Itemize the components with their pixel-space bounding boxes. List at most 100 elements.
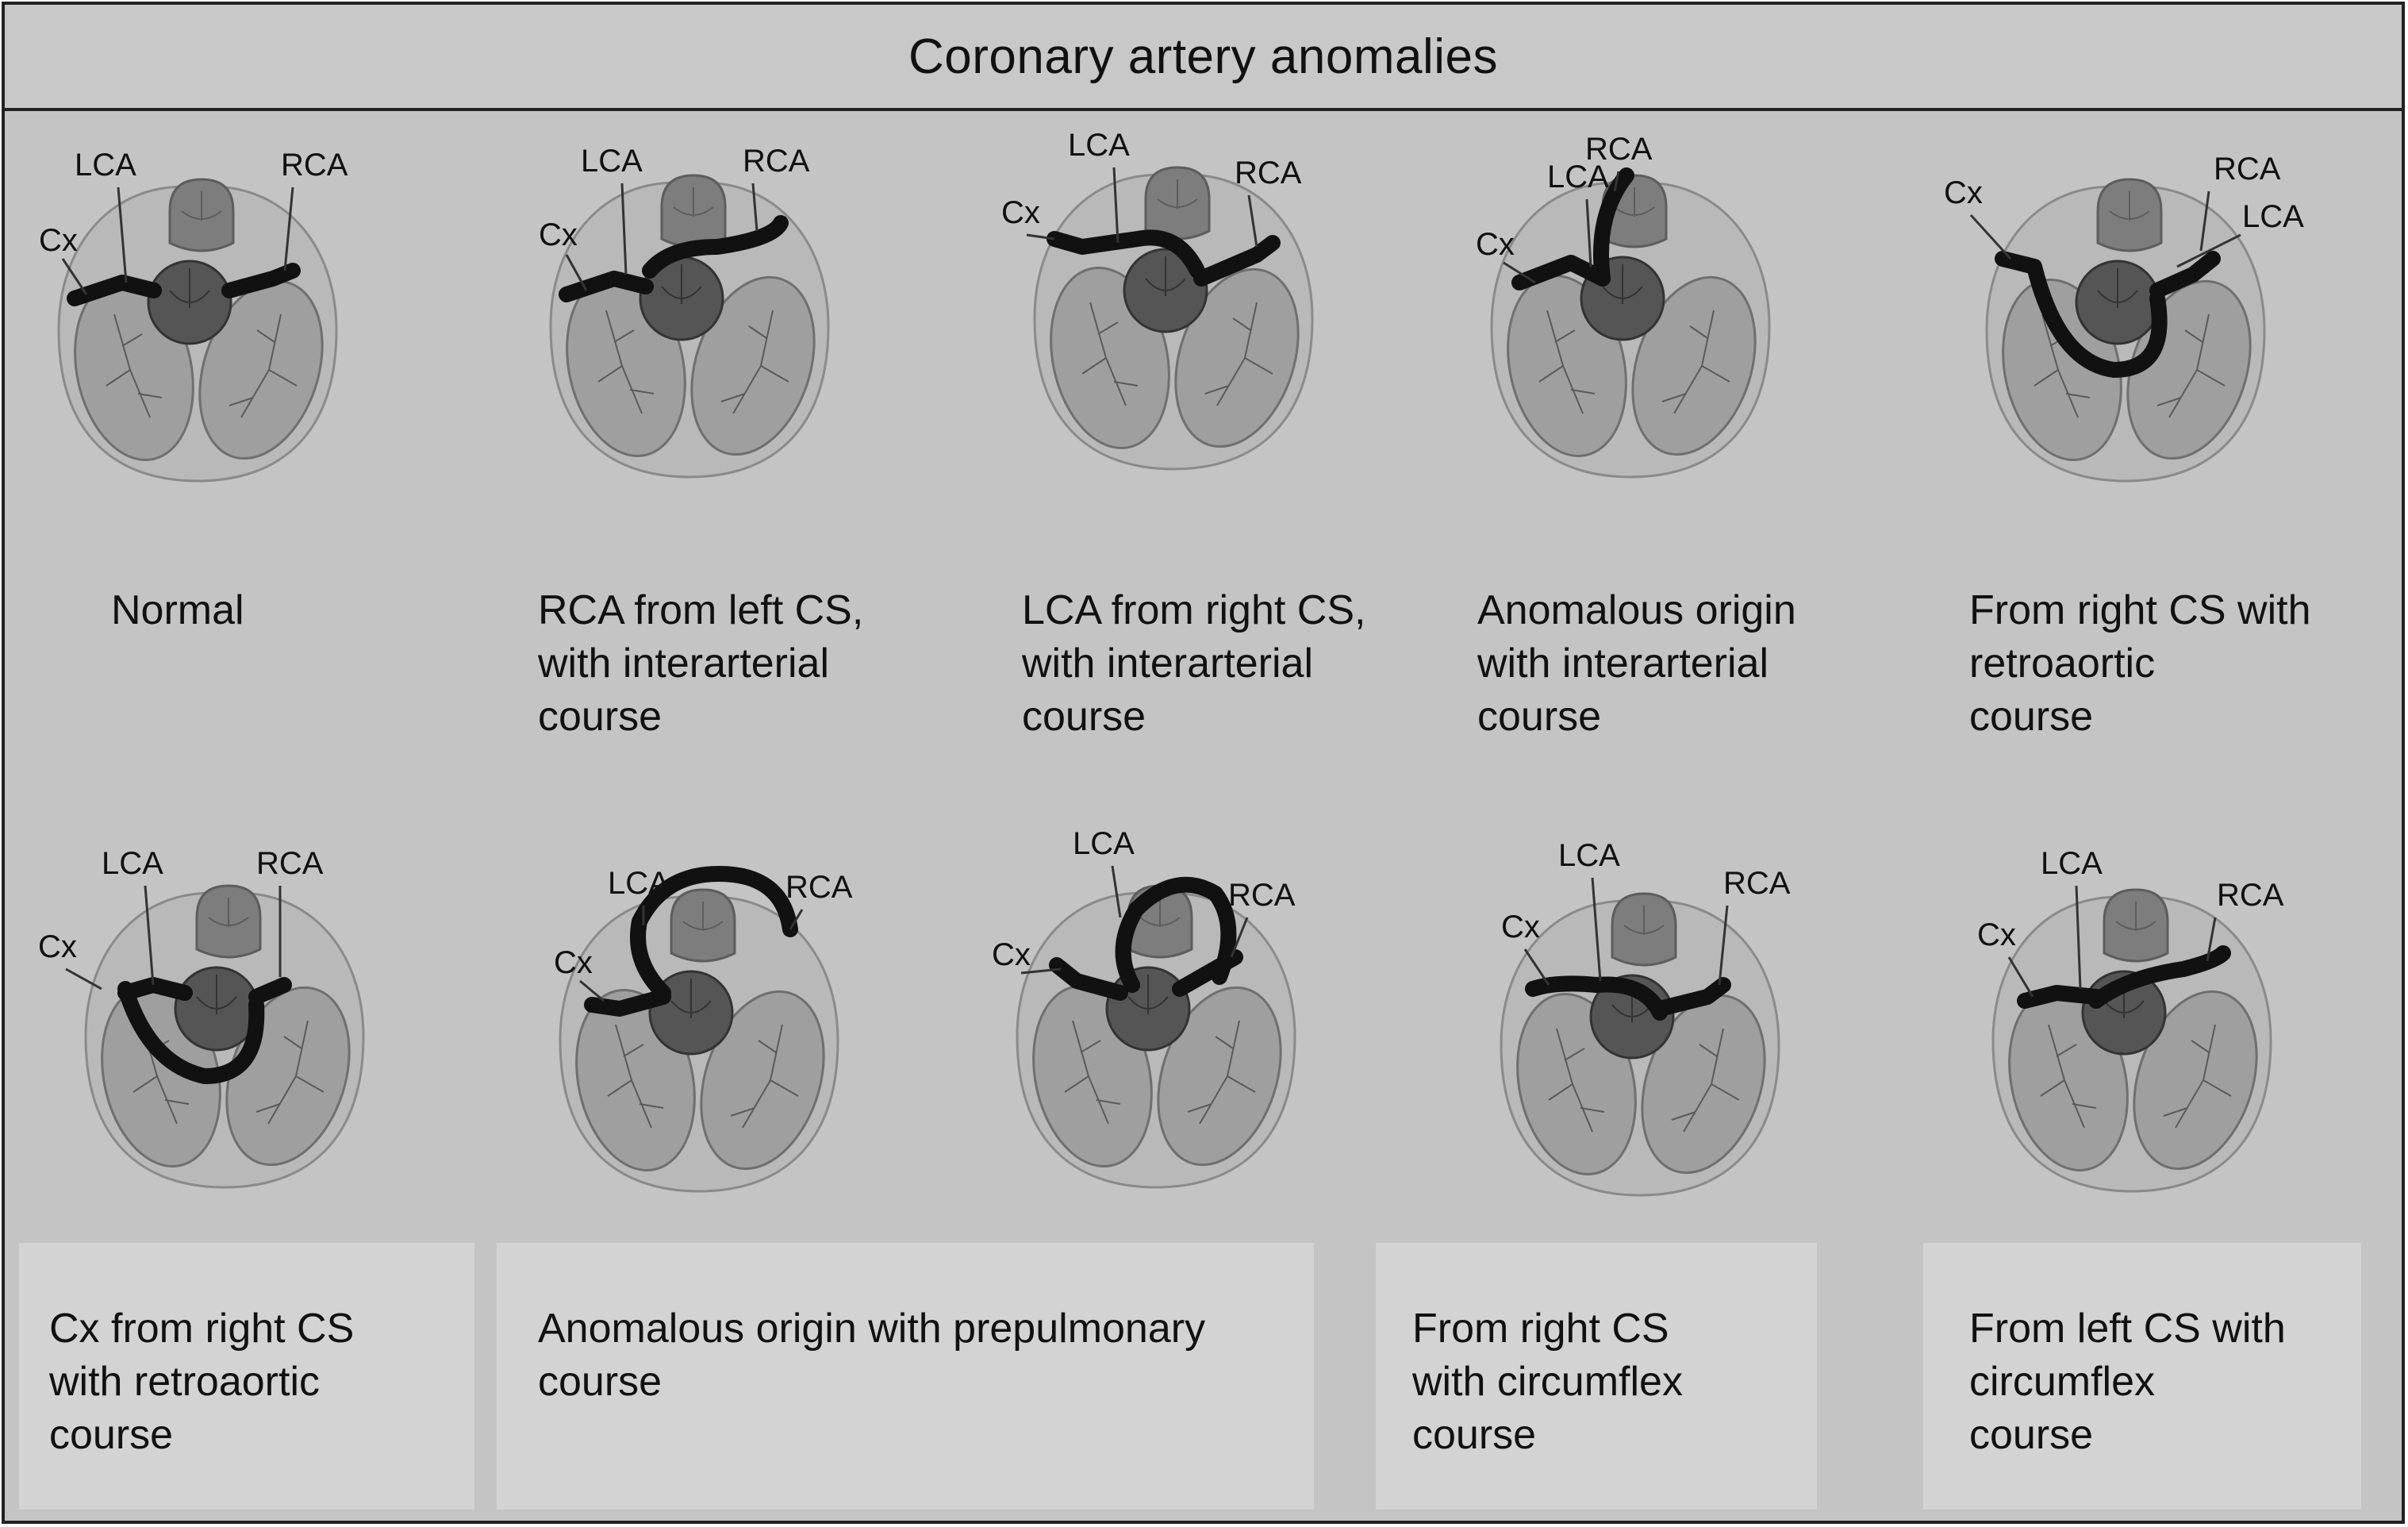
right-ventricle-shape xyxy=(690,275,816,456)
cx-label: Cx xyxy=(1501,910,1540,944)
rca-leader-line xyxy=(1613,171,1620,192)
cx-branch-artery xyxy=(1511,255,1611,290)
lca-prepulmonary-artery xyxy=(630,866,798,1001)
lca-prepulmonary-artery xyxy=(1115,876,1237,993)
rca-label: RCA xyxy=(1228,878,1296,913)
lca-rca-trunk-artery xyxy=(1593,167,1634,287)
lca-label: LCA xyxy=(102,846,163,881)
lca-artery xyxy=(559,271,654,302)
lca-leader-line xyxy=(1585,198,1592,267)
aortic-valve-lines xyxy=(1127,975,1169,1014)
rca-label: RCA xyxy=(743,144,810,179)
lca-leader-line xyxy=(620,183,628,275)
aortic-valve-lines xyxy=(670,979,712,1018)
left-vessel-tree xyxy=(2034,313,2091,418)
rca-artery xyxy=(1172,949,1243,997)
rca-label: RCA xyxy=(785,870,853,905)
aortic-valve-lines xyxy=(1602,264,1643,304)
cx-label: Cx xyxy=(992,937,1031,972)
aortic-valve-lines xyxy=(2097,268,2138,308)
cx-leader-line xyxy=(579,979,605,1002)
pulmonary-valve-lines xyxy=(1157,179,1198,209)
lca-leader-line xyxy=(1111,865,1122,918)
rca-artery xyxy=(248,977,292,1005)
left-vessel-tree xyxy=(1064,1020,1121,1125)
pulmonary-valve-lines xyxy=(2115,902,2156,931)
lca-label: LCA xyxy=(1068,128,1130,163)
caption-box-cx-retroaortic xyxy=(19,1243,474,1510)
cx-leader-line xyxy=(565,254,588,291)
pulmonary-valve-lines xyxy=(1139,898,1181,927)
rca-artery xyxy=(642,215,789,279)
rca-label: RCA xyxy=(2217,878,2284,913)
rca-leader-line xyxy=(1247,194,1258,248)
cx-label: Cx xyxy=(554,945,593,980)
caption-left-cs-circumflex: From left CS with circumflex course xyxy=(1969,1306,2286,1458)
heart-diagram-svg: LCA RCA Cx xyxy=(554,866,853,1193)
caption-prepulmonary: Anomalous origin with prepulmonary cours… xyxy=(538,1306,1206,1405)
heart-diagram-svg: LCA RCA Cx xyxy=(39,148,348,483)
rca-artery xyxy=(1652,977,1731,1017)
right-vessel-tree xyxy=(2156,313,2226,418)
caption-anomalous-interarterial: Anomalous origin with interarterial cour… xyxy=(1477,587,1796,740)
right-vessel-tree xyxy=(1187,1020,1256,1125)
pulmonary-valve-lines xyxy=(682,902,724,931)
left-vessel-tree xyxy=(1538,310,1596,414)
cx-leader-line xyxy=(61,258,88,295)
lca-leader-line xyxy=(1591,877,1602,982)
rca-label: RCA xyxy=(281,148,348,183)
lca-leader-line xyxy=(1112,167,1120,244)
lca-label: LCA xyxy=(75,148,136,183)
caption-lca-right-cs: LCA from right CS, with interarterial co… xyxy=(1022,587,1366,740)
left-vessel-tree xyxy=(1548,1028,1605,1133)
caption-box-prepulmonary xyxy=(497,1243,1314,1510)
caption-cx-right-cs-retroaortic: Cx from right CS with retroaortic course xyxy=(49,1306,355,1458)
pulmonary-valve-lines xyxy=(181,191,222,221)
right-vessel-tree xyxy=(730,1024,799,1129)
aortic-valve-lines xyxy=(661,264,702,304)
rca-label: RCA xyxy=(256,846,324,881)
caption-box-right-cs-circumflex xyxy=(1376,1243,1817,1510)
right-ventricle-shape xyxy=(2133,990,2258,1171)
lca-artery xyxy=(67,275,162,306)
lca-label: LCA xyxy=(581,144,643,179)
cx-circumflex-artery xyxy=(1525,975,1668,1021)
caption-right-cs-retroaortic: From right CS with retroaortic course xyxy=(1969,587,2311,740)
rca-leader-line xyxy=(789,909,804,930)
left-vessel-tree xyxy=(106,313,163,418)
left-vessel-tree xyxy=(2040,1024,2097,1129)
rca-label: RCA xyxy=(1235,156,1302,190)
rca-artery xyxy=(1193,235,1281,287)
left-vessel-tree xyxy=(132,1020,190,1125)
rca-circumflex-artery xyxy=(2088,945,2231,1009)
cx-leader-line xyxy=(1969,213,2012,260)
right-vessel-tree xyxy=(229,313,298,418)
diagram-prepulmonary-a: LCA RCA Cx xyxy=(544,842,854,1207)
cx-label: Cx xyxy=(1977,917,2016,952)
pulmonary-valve-lines xyxy=(1623,906,1665,935)
diagram-normal: LCA RCA Cx xyxy=(39,132,352,497)
aortic-valve-lines xyxy=(196,975,237,1014)
lca-label: LCA xyxy=(608,866,670,901)
cx-label: Cx xyxy=(39,223,78,258)
rca-label: RCA xyxy=(1723,866,1791,901)
cx-retroaortic-artery xyxy=(117,981,265,1084)
cx-leader-line xyxy=(65,967,102,990)
cx-label: Cx xyxy=(1476,227,1515,262)
rca-label: RCA xyxy=(2214,152,2281,187)
aortic-valve-lines xyxy=(169,268,210,308)
right-ventricle-shape xyxy=(1157,986,1282,1167)
rca-leader-line xyxy=(2206,917,2217,962)
